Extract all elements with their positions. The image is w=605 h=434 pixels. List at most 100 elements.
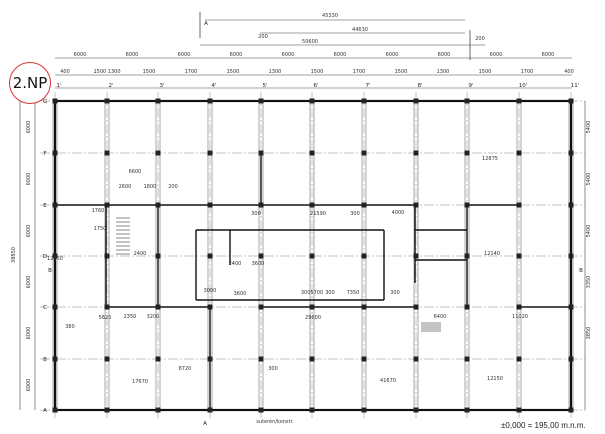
column (568, 304, 574, 310)
grid-row-label: C (43, 305, 47, 311)
grid-column-label: 8' (417, 83, 422, 89)
column (568, 98, 574, 104)
column (413, 407, 419, 413)
column (361, 356, 367, 362)
dimension-interior: 300 (350, 211, 360, 217)
column (104, 202, 110, 208)
column (361, 407, 367, 413)
grid-column-label: 1' (56, 83, 61, 89)
column (104, 356, 110, 362)
column (258, 253, 264, 259)
column (155, 98, 161, 104)
floor-label: 2.NP (12, 74, 48, 92)
column (568, 253, 574, 259)
column (464, 98, 470, 104)
column (52, 98, 58, 104)
level-note: ±0,000 = 195,00 m.n.m. (500, 421, 587, 431)
columns (52, 98, 574, 413)
dimension-interior: 300 (390, 290, 400, 296)
column (516, 98, 522, 104)
dimension-interior: 300 (268, 366, 278, 372)
dimension-interior: 200 (168, 184, 178, 190)
column (516, 356, 522, 362)
column (361, 98, 367, 104)
dimension-right: 3350 (586, 276, 592, 289)
column (258, 356, 264, 362)
column (104, 253, 110, 259)
column (207, 98, 213, 104)
column (207, 356, 213, 362)
column (104, 304, 110, 310)
section-mark-b: B (48, 268, 52, 274)
dimension-left: 6000 (26, 327, 32, 340)
column (568, 202, 574, 208)
column (516, 253, 522, 259)
column (516, 407, 522, 413)
dimension-interior: 300 (251, 211, 261, 217)
column (52, 407, 58, 413)
column (155, 253, 161, 259)
dimension-sub: 400 (564, 69, 574, 75)
dimension-overall: 45330 (322, 13, 338, 19)
column (361, 150, 367, 156)
dimension-interior: 3600 (234, 291, 247, 297)
grid-column-label: 3' (159, 83, 164, 89)
grid-column-label: 7' (365, 83, 370, 89)
dimension-bay: 6000 (178, 52, 191, 58)
dimension-sub: 1700 (521, 69, 534, 75)
column (309, 98, 315, 104)
column (309, 202, 315, 208)
dimension-interior: 29600 (305, 315, 321, 321)
dimension-interior: 5620 (99, 315, 112, 321)
dimension-interior: 12550 (47, 256, 63, 262)
dimension-bay: 6000 (490, 52, 503, 58)
dimension-interior: 6600 (129, 169, 142, 175)
column (207, 253, 213, 259)
dimension-side: 200 (258, 34, 268, 40)
dimension-sub: 1300 (269, 69, 282, 75)
dimension-right: 3850 (586, 327, 592, 340)
column (155, 150, 161, 156)
section-mark-a: A (204, 21, 208, 27)
dimension-overall: 44630 (352, 27, 368, 33)
column (309, 304, 315, 310)
dimension-interior: 12875 (482, 156, 498, 162)
dimension-sub: 1300 (437, 69, 450, 75)
grid-row-label: E (43, 203, 47, 209)
column (52, 150, 58, 156)
column (155, 407, 161, 413)
column (258, 304, 264, 310)
column (568, 150, 574, 156)
column (361, 304, 367, 310)
grid-column-label: 11' (571, 83, 580, 89)
dimension-interior: 1760 (92, 208, 105, 214)
dimension-bay: 6000 (282, 52, 295, 58)
column (52, 356, 58, 362)
column (52, 202, 58, 208)
dimension-bay: 6000 (542, 52, 555, 58)
column (413, 150, 419, 156)
dimension-bay: 6000 (386, 52, 399, 58)
column (207, 150, 213, 156)
column (413, 253, 419, 259)
dimension-right: 5400 (586, 225, 592, 238)
grid-column-label: 10' (519, 83, 528, 89)
column (464, 150, 470, 156)
column (464, 253, 470, 259)
column (464, 407, 470, 413)
column (309, 253, 315, 259)
column (516, 304, 522, 310)
column (52, 253, 58, 259)
dimension-interior: 300 (325, 290, 335, 296)
dimension-interior: 3600 (252, 261, 265, 267)
dimension-bay: 6000 (74, 52, 87, 58)
grid-row-label: A (43, 408, 47, 414)
column (155, 356, 161, 362)
dimension-right: 5400 (586, 173, 592, 186)
dimension-interior: 2350 (124, 314, 137, 320)
dimension-interior: 380 (65, 324, 75, 330)
dimension-sub: 1500 1300 (93, 69, 120, 75)
column (464, 202, 470, 208)
grid-row-label: G (43, 99, 47, 105)
column (207, 304, 213, 310)
